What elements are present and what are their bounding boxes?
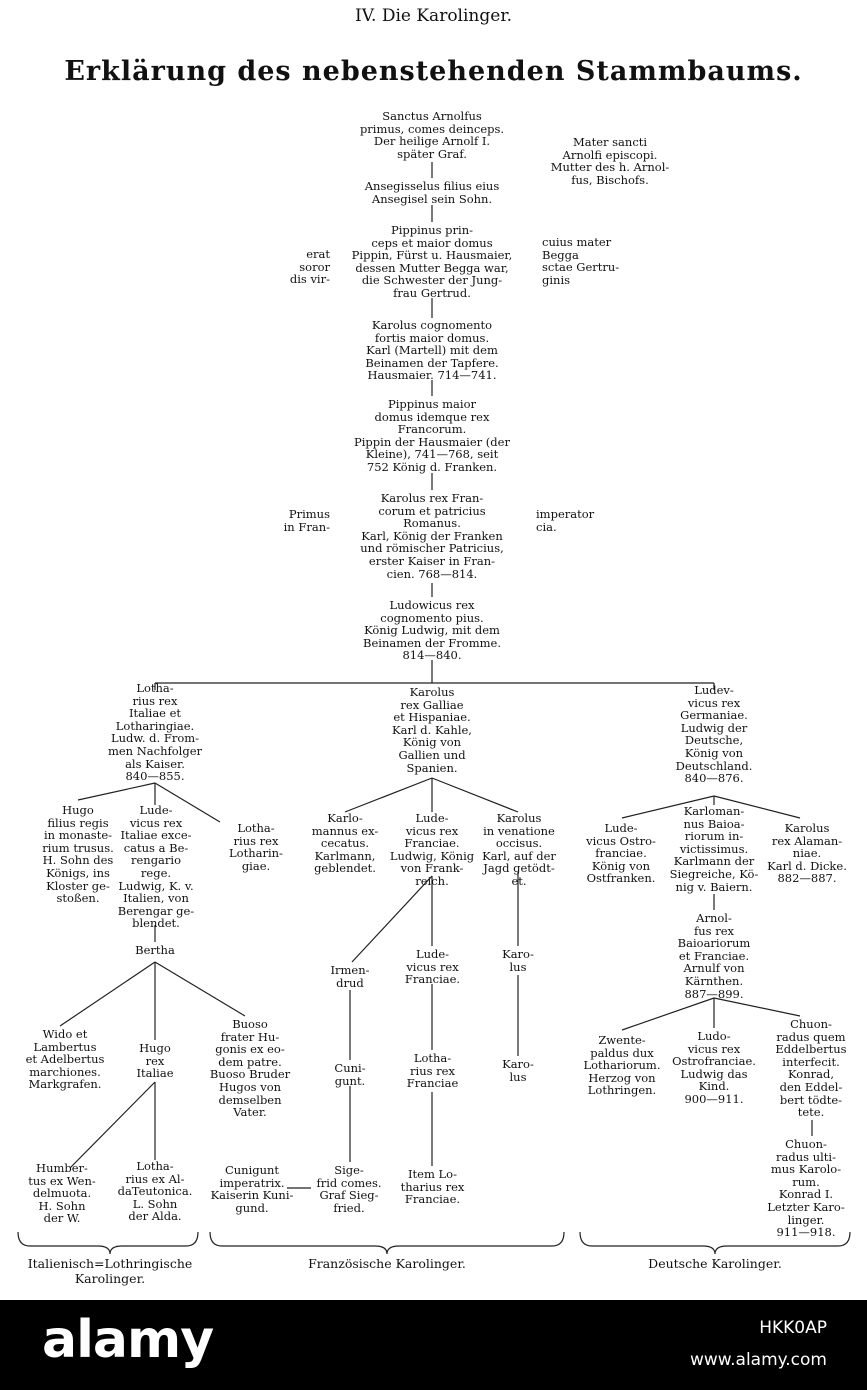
tree-connectors (17, 162, 851, 1255)
node-mater: Mater sancti Arnolfi episcopi. Mutter de… (550, 135, 670, 187)
node-ludwig-pious: Ludowicus rex cognomento pius. König Lud… (363, 598, 501, 663)
node-bertha: Bertha (135, 943, 175, 957)
note-right-karl: imperator cia. (536, 507, 595, 534)
node-ludevicus-ostro: Lude- vicus Ostro- franciae. König von O… (586, 821, 656, 886)
node-karl-bald: Karolus rex Galliae et Hispaniae. Karl d… (392, 685, 472, 775)
node-humbertus: Humber- tus ex Wen- delmuota. H. Sohn de… (28, 1161, 96, 1226)
node-item-lotharius: Item Lo- tharius rex Franciae. (400, 1167, 465, 1207)
group-label-french: Französische Karolinger. (308, 1256, 466, 1271)
image-id-label: HKK0AP (759, 1318, 827, 1338)
connector (154, 961, 246, 1017)
node-irmendrud: Irmen- drud (330, 963, 370, 990)
node-buoso: Buoso frater Hu- gonis ex eo- dem patre.… (209, 1017, 291, 1120)
group-label-italian: Italienisch=Lothringische Karolinger. (27, 1256, 193, 1286)
node-sigefrid: Sige- frid comes. Graf Sieg- fried. (316, 1163, 382, 1215)
connector (77, 782, 156, 801)
node-lotharius-lotharingia: Lotha- rius rex Lotharin- giae. (229, 821, 283, 873)
node-karl-great: Karolus rex Fran- corum et patricius Rom… (360, 491, 504, 581)
connector (713, 795, 801, 819)
chapter-title: IV. Die Karolinger. (355, 6, 512, 26)
node-arnolfus: Sanctus Arnolfus primus, comes deinceps.… (359, 109, 505, 161)
alamy-logo: alamy (42, 1310, 214, 1370)
node-karlomann: Karlo- mannus ex- cecatus. Karlmann, geb… (311, 811, 379, 876)
node-hugo-italy: Hugo rex Italiae (136, 1041, 174, 1081)
connector (344, 777, 433, 813)
node-ansegisel: Ansegisselus filius eius Ansegisel sein … (364, 179, 500, 206)
node-karolus-hunt: Karolus in venatione occisus. Karl, auf … (482, 811, 556, 888)
node-lotharius-france: Lotha- rius rex Franciae (406, 1051, 459, 1091)
node-lotharius: Lotha- rius rex Italiae et Lotharingiae.… (107, 681, 203, 784)
website-label: www.alamy.com (689, 1350, 827, 1370)
watermark-footer: alamy HKK0AP www.alamy.com (0, 1300, 867, 1390)
connector (431, 777, 519, 813)
node-zwentepald: Zwente- paldus dux Lothariorum. Herzog v… (583, 1033, 661, 1098)
node-lotharius-alda: Lotha- rius ex Al- daTeutonica. L. Sohn … (117, 1159, 193, 1224)
node-karl-fat: Karolus rex Alaman- niae. Karl d. Dicke.… (767, 821, 847, 886)
connector (621, 795, 715, 819)
node-cunigunt: Cuni- gunt. (334, 1061, 366, 1088)
note-left-pippin: erat soror dis vir- (289, 247, 330, 287)
node-pippin-short: Pippinus maior domus idemque rex Francor… (354, 397, 510, 474)
connector (154, 782, 221, 823)
node-karlomann-bavaria: Karloman- nus Baioa- riorum in- victissi… (669, 804, 759, 894)
node-karolus-2: Karo- lus (502, 947, 534, 974)
page-title: Erklärung des nebenstehenden Stammbaums. (64, 56, 803, 87)
node-cunigunt-empress: Cunigunt imperatrix. Kaiserin Kuni- gund… (210, 1163, 294, 1215)
node-arnulf: Arnol- fus rex Baioariorum et Franciae. … (677, 911, 751, 1001)
connector (69, 1081, 156, 1169)
node-wido: Wido et Lambertus et Adelbertus marchion… (25, 1027, 105, 1092)
note-left-karl: Primus in Fran- (283, 507, 330, 534)
node-chuonradus-last: Chuon- radus ulti- mus Karolo- rum. Konr… (767, 1137, 845, 1240)
connector (621, 997, 715, 1031)
note-right-pippin: cuius mater Begga sctae Gertru- ginis (542, 235, 620, 287)
connector (713, 997, 801, 1017)
node-ludwig-german: Ludev- vicus rex Germaniae. Ludwig der D… (675, 683, 753, 786)
node-chuonradus: Chuon- radus quem Eddelbertus interfecit… (775, 1017, 847, 1120)
node-pippin-heristal: Pippinus prin- ceps et maior domus Pippi… (351, 223, 513, 300)
node-ludevicus-france: Lude- vicus rex Franciae. Ludwig, König … (389, 811, 475, 888)
group-brace (17, 1231, 199, 1255)
connector (59, 961, 156, 1027)
group-brace (579, 1231, 851, 1255)
node-ludovicus-child: Ludo- vicus rex Ostrofranciae. Ludwig da… (672, 1029, 756, 1106)
connector (351, 875, 433, 963)
node-ludevicus-italy: Lude- vicus rex Italiae exce- catus a Be… (117, 803, 195, 931)
node-ludevicus-france-2: Lude- vicus rex Franciae. (404, 947, 461, 987)
node-karolus-3: Karo- lus (502, 1057, 534, 1084)
node-hugo: Hugo filius regis in monaste- rium trusu… (42, 803, 114, 906)
group-brace (209, 1231, 565, 1255)
group-label-german: Deutsche Karolinger. (648, 1256, 782, 1271)
node-karl-martell: Karolus cognomento fortis maior domus. K… (365, 318, 499, 383)
